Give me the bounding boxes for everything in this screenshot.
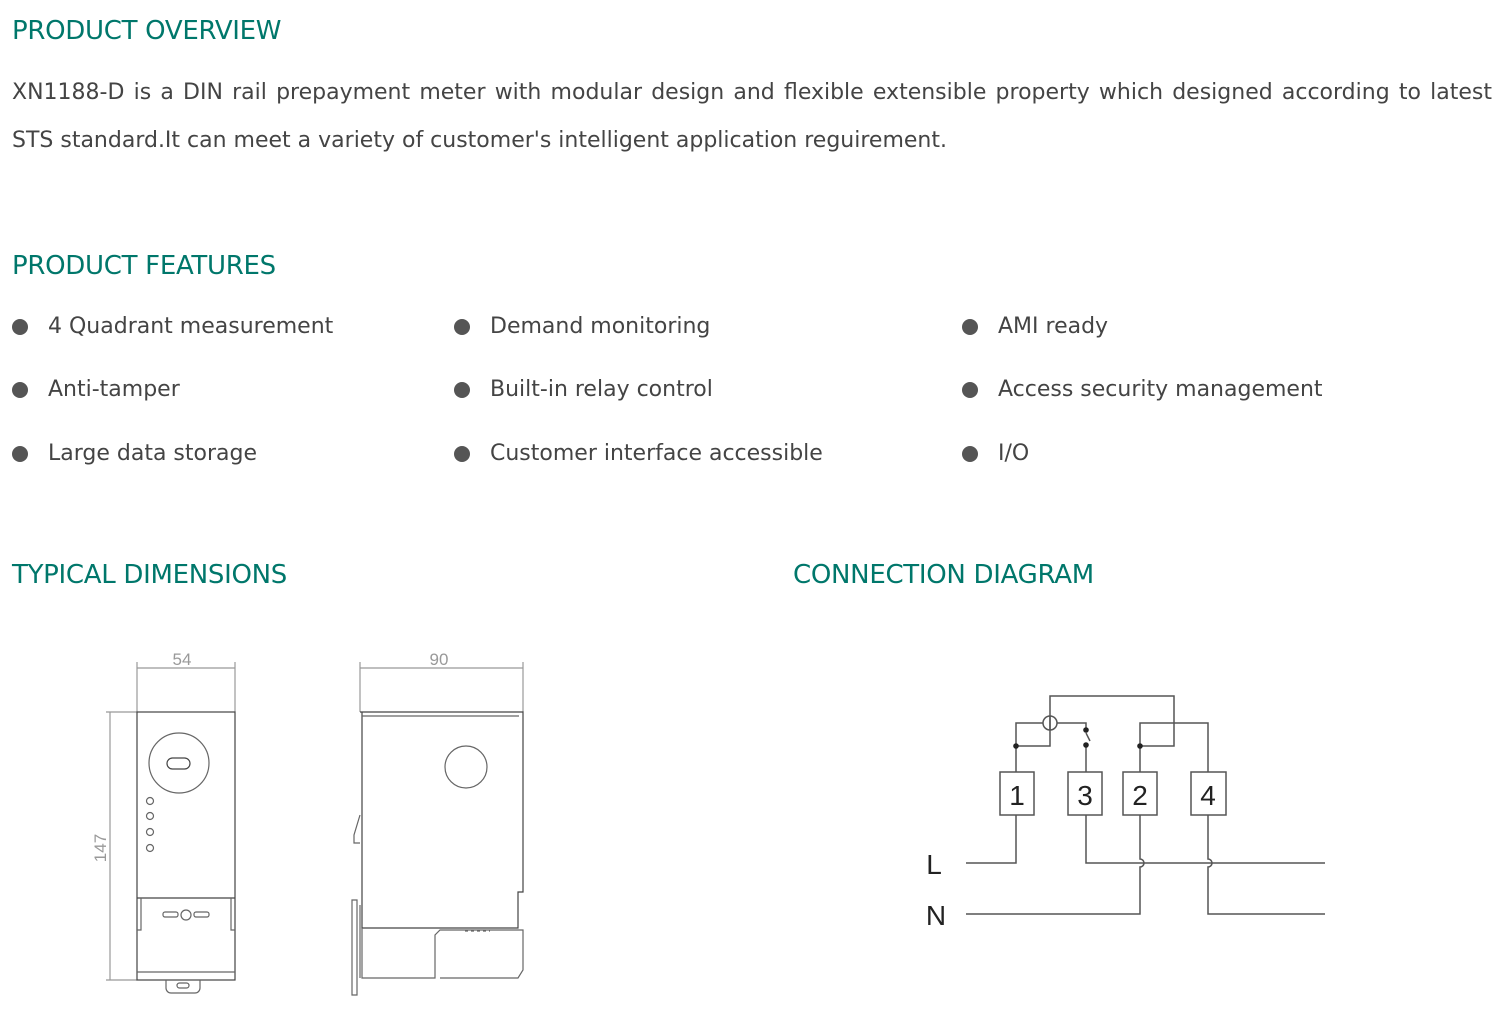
bullet-icon [12,318,28,335]
terminal-3: 3 [1077,780,1093,811]
side-view-drawing [351,662,524,996]
terminal-1: 1 [1009,780,1025,811]
feature-item: Customer interface accessible [454,441,823,466]
dimensions-title: TYPICAL DIMENSIONS [12,560,287,590]
feature-item: Anti-tamper [12,377,180,402]
depth-dimension: 90 [430,650,449,669]
feature-label: Customer interface accessible [490,441,823,466]
feature-item: I/O [962,441,1029,466]
overview-title: PRODUCT OVERVIEW [12,16,282,46]
feature-label: Anti-tamper [48,377,180,402]
feature-label: Demand monitoring [490,314,711,339]
feature-label: Built-in relay control [490,377,713,402]
bullet-icon [962,445,978,462]
bullet-icon [962,381,978,398]
features-title: PRODUCT FEATURES [12,251,276,281]
feature-item: Demand monitoring [454,314,710,339]
front-view-drawing [106,662,236,994]
line-label: L [926,849,942,880]
feature-item: Built-in relay control [454,377,713,402]
feature-label: Large data storage [48,441,258,466]
bullet-icon [454,381,470,398]
terminal-2: 2 [1132,780,1148,811]
feature-item: Access security management [962,377,1323,402]
bullet-icon [12,445,28,462]
overview-text: XN1188-D is a DIN rail prepayment meter … [12,80,1492,153]
feature-item: 4 Quadrant measurement [12,314,333,339]
terminal-4: 4 [1200,780,1216,811]
connection-title: CONNECTION DIAGRAM [793,560,1094,590]
bullet-icon [454,445,470,462]
neutral-label: N [926,900,946,931]
feature-label: 4 Quadrant measurement [48,314,334,339]
connection-wiring [966,695,1325,915]
feature-item: AMI ready [962,314,1108,339]
bullet-icon [12,381,28,398]
width-dimension: 54 [173,650,192,669]
height-dimension: 147 [91,834,110,862]
feature-label: Access security management [998,377,1323,402]
bullet-icon [962,318,978,335]
feature-label: I/O [998,441,1030,466]
bullet-icon [454,318,470,335]
feature-item: Large data storage [12,441,257,466]
junction-dots [1013,727,1143,749]
feature-label: AMI ready [998,314,1109,339]
